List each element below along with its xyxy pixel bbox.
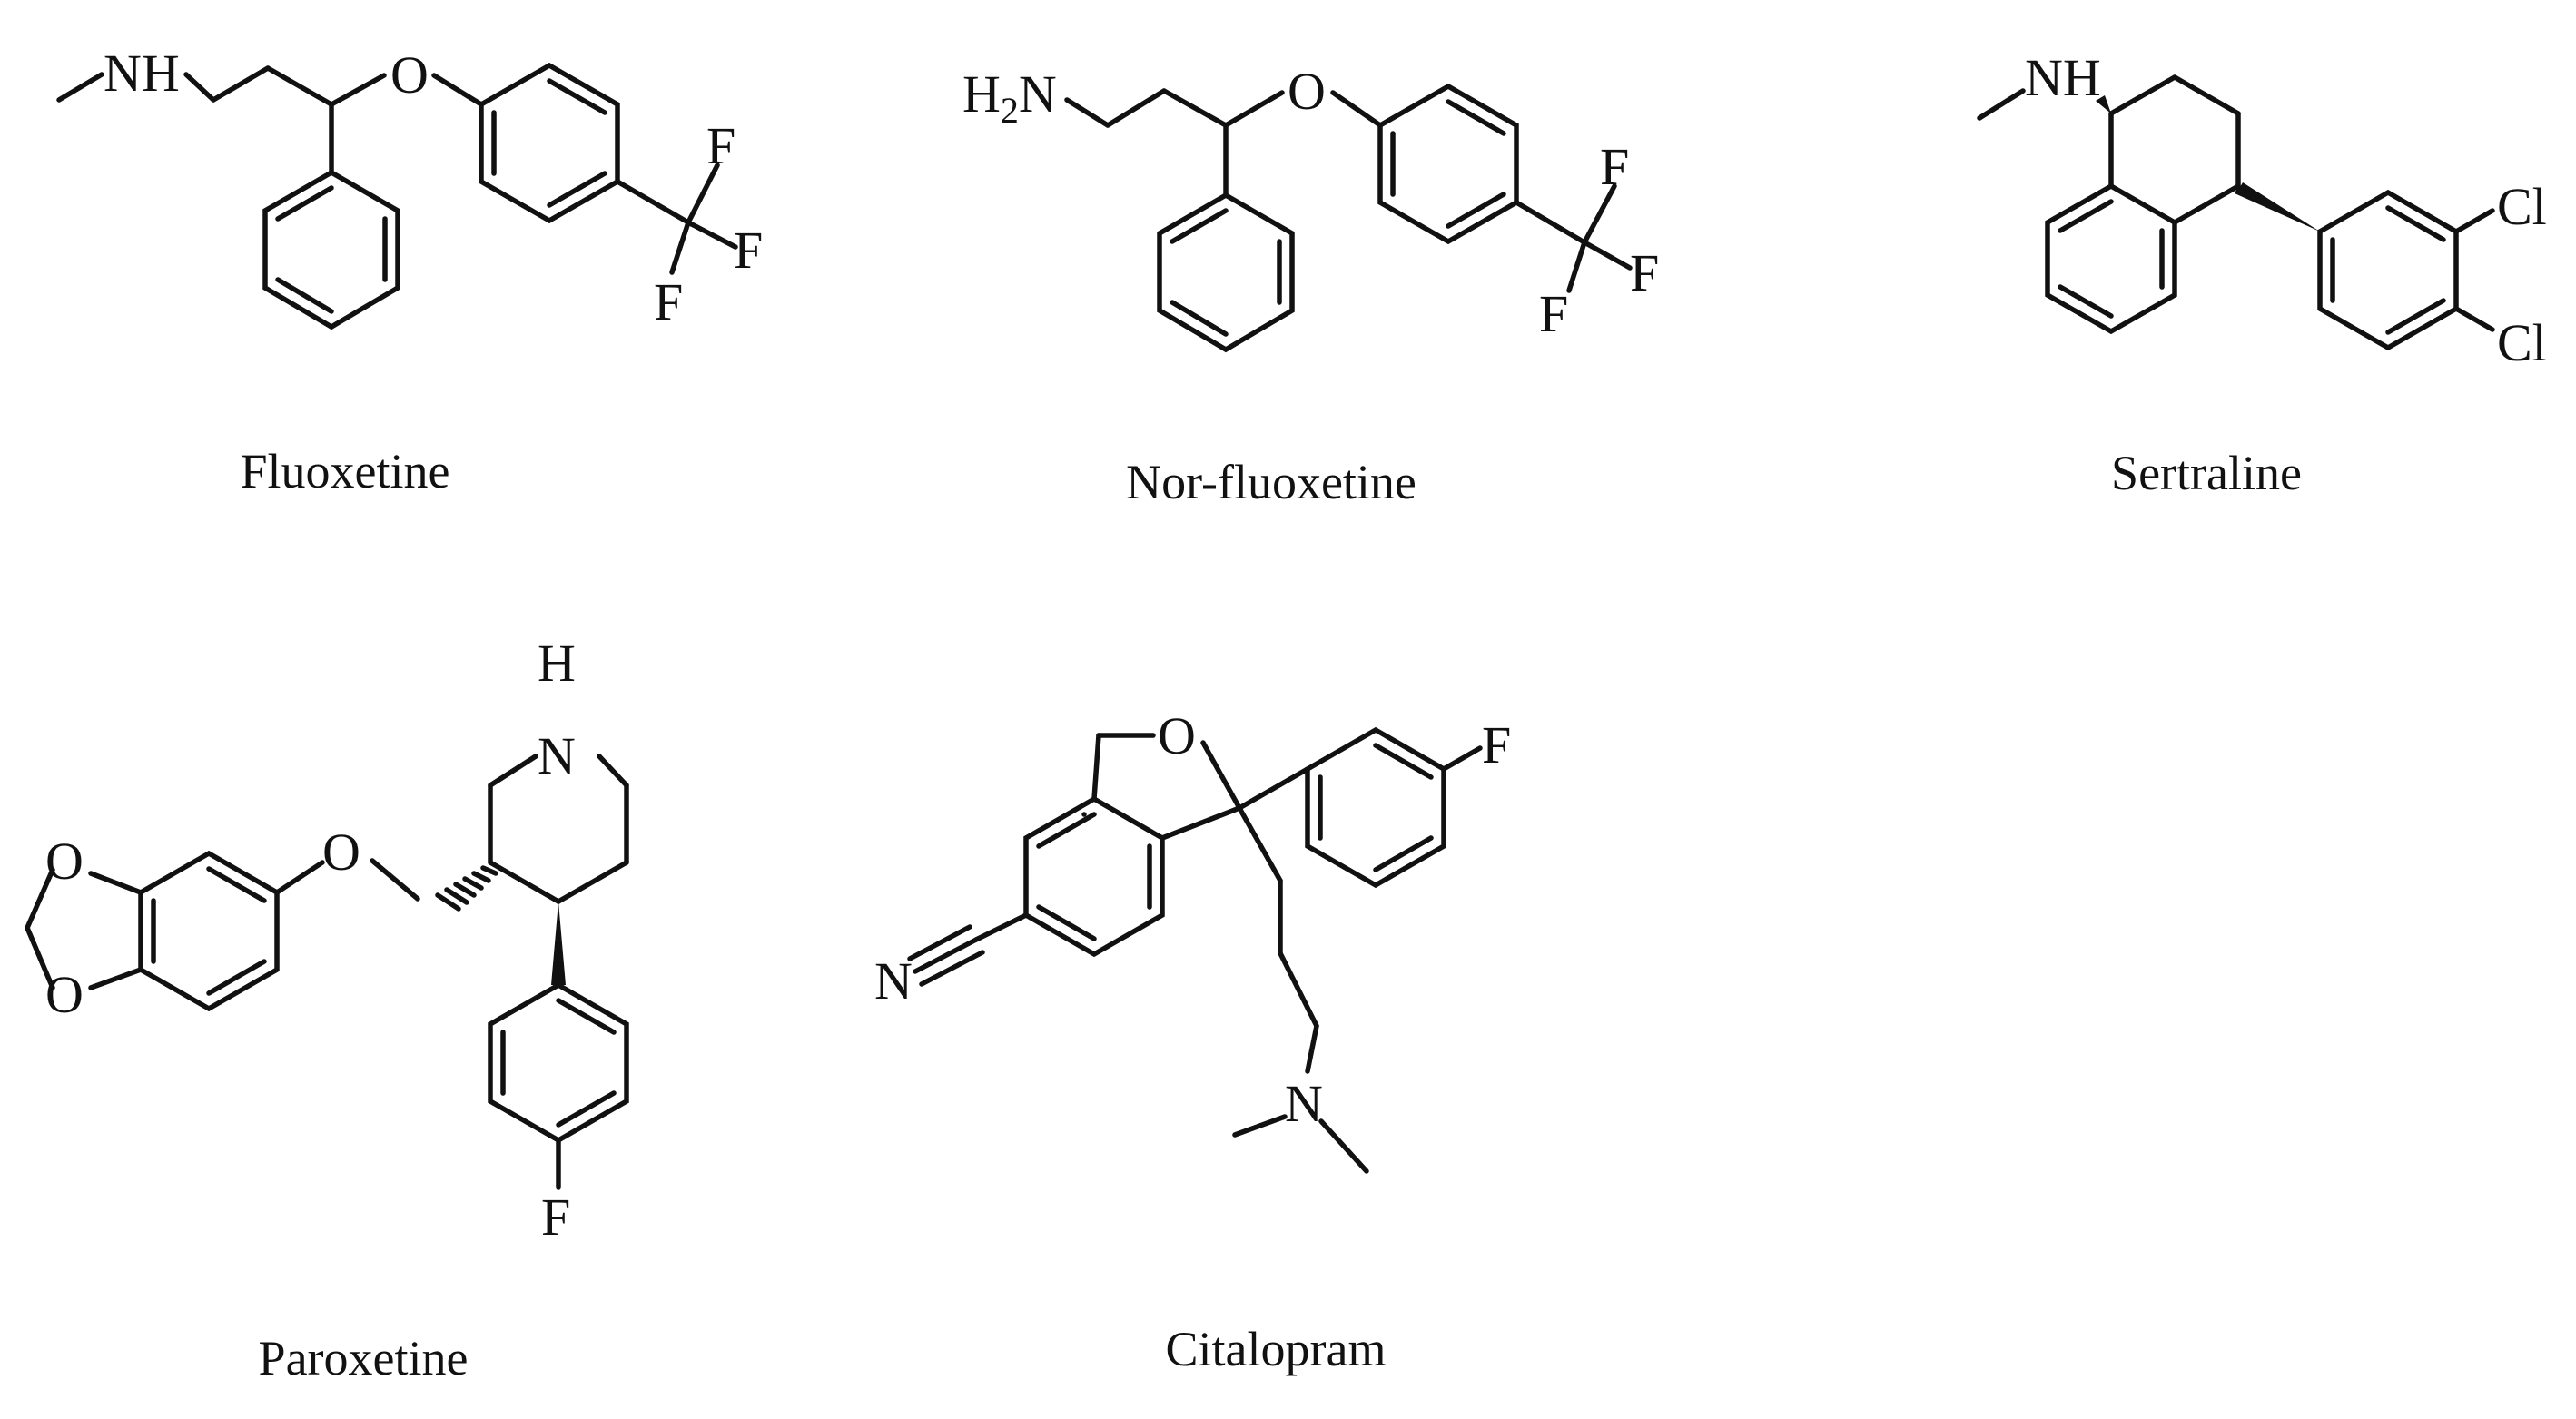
atom-label: F [706,116,735,175]
wedge-bond [551,902,566,985]
atom-label: O [45,832,84,891]
compound-name: Fluoxetine [240,444,450,498]
atom-label: Cl [2497,313,2547,372]
atom-label: F [1630,243,1659,302]
atom-label: F [734,221,763,280]
atom-label: Cl [2497,177,2547,236]
atom-label: H2N [962,64,1057,131]
wedge-bond [2237,182,2320,232]
atom-label: H [538,636,576,693]
atom-label: N [874,951,913,1010]
citalopram-structure: O F N N [874,717,1511,1174]
atom-label: NH [104,44,180,103]
wedge-bond [2096,95,2111,113]
atom-label: F [1482,717,1511,774]
atom-label: N [538,726,576,785]
atom-label: O [45,965,84,1024]
atom-label: F [1539,284,1568,343]
compound-name: Paroxetine [258,1331,469,1385]
hashed-bond [435,865,498,912]
compound-name: Citalopram [1165,1322,1387,1376]
atom-label: O [1288,62,1326,121]
atom-label: O [1158,717,1196,765]
compound-name: Nor-fluoxetine [1126,455,1416,509]
nor-fluoxetine-structure: H2N O F F F [962,62,1659,353]
atom-label: F [1600,137,1629,196]
paroxetine-structure: H N O O O F [25,636,629,1247]
atom-label: O [390,45,429,104]
atom-label: F [654,272,683,331]
compound-name: Sertraline [2111,446,2302,500]
atom-label: F [541,1187,570,1247]
sertraline-structure: NH Cl Cl [1977,48,2547,372]
atom-label: N [1285,1074,1323,1133]
fluoxetine-structure: NH O F F F [56,44,763,331]
atom-label: NH [2025,48,2101,107]
atom-label: O [322,823,360,882]
